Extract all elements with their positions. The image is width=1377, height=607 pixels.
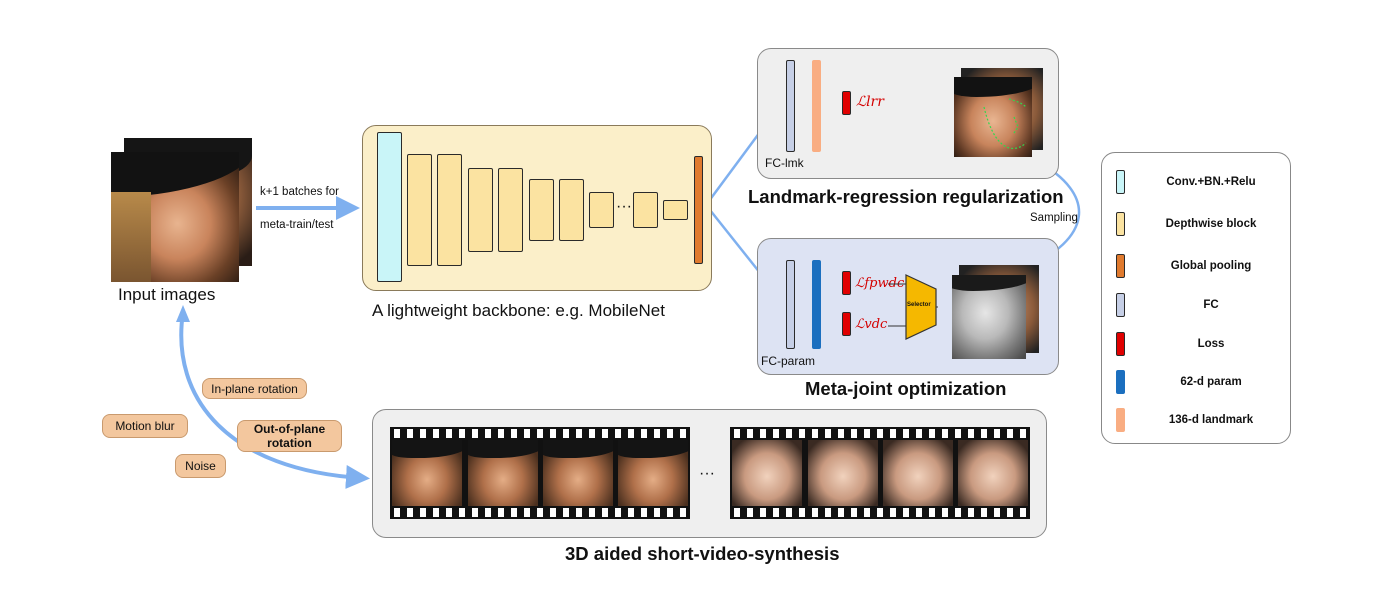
- legend-swatch-fc: [1116, 293, 1125, 317]
- landmark-panel-title: Landmark-regression regularization: [748, 186, 1064, 207]
- legend-box: Conv.+BN.+Relu Depthwise block Global po…: [1101, 152, 1291, 444]
- video-frame-6: [808, 440, 878, 506]
- depthwise-block-4: [498, 168, 523, 252]
- video-panel-title: 3D aided short-video-synthesis: [565, 543, 840, 564]
- legend-swatch-landmark: [1116, 408, 1125, 432]
- loss-fpwdc-block: [842, 271, 851, 295]
- video-frame-2: [468, 440, 538, 506]
- legend-label-landmark: 136-d landmark: [1168, 414, 1254, 426]
- legend-item-fc: FC: [1116, 292, 1219, 318]
- loss-fpwdc-label: ℒfpwdc: [855, 276, 905, 291]
- legend-label-conv: Conv.+BN.+Relu: [1166, 176, 1256, 188]
- param-62d-layer: [812, 260, 821, 349]
- legend-swatch-loss: [1116, 332, 1125, 356]
- out-of-plane-rotation-tag: Out-of-plane rotation: [237, 420, 342, 452]
- legend-item-param: 62-d param: [1116, 369, 1242, 395]
- film-strip-right: [730, 427, 1030, 519]
- depthwise-block-9: [663, 200, 688, 220]
- loss-vdc-block: [842, 312, 851, 336]
- backbone-panel: ···: [362, 125, 712, 291]
- motion-blur-tag: Motion blur: [102, 414, 188, 438]
- selector-label: Selector: [907, 302, 931, 308]
- meta-joint-panel: ℒfpwdc ℒvdc Selector FC-param: [757, 238, 1059, 375]
- backbone-ellipsis: ···: [616, 198, 632, 215]
- depthwise-block-8: [633, 192, 658, 228]
- legend-item-conv: Conv.+BN.+Relu: [1116, 169, 1256, 195]
- in-plane-rotation-tag: In-plane rotation: [202, 378, 307, 399]
- sampling-label: Sampling: [1030, 212, 1078, 224]
- input-images-caption: Input images: [118, 285, 216, 304]
- landmark-face-image: [954, 77, 1032, 157]
- fc-lmk-label: FC-lmk: [765, 156, 804, 170]
- global-pooling-layer: [694, 156, 703, 264]
- meta-panel-title: Meta-joint optimization: [805, 378, 1007, 399]
- legend-label-pooling: Global pooling: [1170, 260, 1252, 272]
- legend-label-depthwise: Depthwise block: [1165, 218, 1257, 230]
- legend-item-depthwise: Depthwise block: [1116, 211, 1256, 237]
- conv-layer: [377, 132, 402, 282]
- arrow-label-line1: k+1 batches for: [260, 186, 339, 198]
- depthwise-block-7: [589, 192, 614, 228]
- film-strip-left: [390, 427, 690, 519]
- depthwise-block-2: [437, 154, 462, 266]
- legend-swatch-pooling: [1116, 254, 1125, 278]
- fc-param-layer: [786, 260, 795, 349]
- depthwise-block-3: [468, 168, 493, 252]
- legend-label-loss: Loss: [1197, 338, 1225, 350]
- legend-item-pooling: Global pooling: [1116, 253, 1251, 279]
- input-image-front: [111, 152, 239, 282]
- legend-item-loss: Loss: [1116, 331, 1224, 357]
- selector-shape: [888, 274, 938, 340]
- input-arrowhead: [176, 305, 190, 322]
- fc-param-label: FC-param: [761, 354, 816, 368]
- landmark-regularization-panel: ℒlrr FC-lmk: [757, 48, 1059, 179]
- legend-label-param: 62-d param: [1180, 376, 1242, 388]
- depthwise-block-6: [559, 179, 584, 241]
- video-frame-8: [958, 440, 1028, 506]
- video-ellipsis: ···: [699, 465, 715, 482]
- legend-swatch-conv: [1116, 170, 1125, 194]
- backbone-caption: A lightweight backbone: e.g. MobileNet: [372, 301, 665, 320]
- video-to-input-arrow: [179, 311, 370, 490]
- video-frame-1: [392, 440, 462, 506]
- video-frame-3: [543, 440, 613, 506]
- video-frame-5: [732, 440, 802, 506]
- video-frame-7: [883, 440, 953, 506]
- landmark-136d-layer: [812, 60, 821, 152]
- loss-lrr-label: ℒlrr: [856, 94, 884, 110]
- arrow-label-line2: meta-train/test: [260, 219, 334, 231]
- legend-label-fc: FC: [1203, 299, 1219, 311]
- noise-tag: Noise: [175, 454, 226, 478]
- legend-item-landmark: 136-d landmark: [1116, 407, 1253, 433]
- meta-3d-face-render: [952, 275, 1026, 359]
- loss-vdc-label: ℒvdc: [855, 317, 888, 332]
- fc-lmk-layer: [786, 60, 795, 152]
- depthwise-block-1: [407, 154, 432, 266]
- video-synthesis-panel: ···: [372, 409, 1047, 538]
- loss-lrr-block: [842, 91, 851, 115]
- legend-swatch-depthwise: [1116, 212, 1125, 236]
- depthwise-block-5: [529, 179, 554, 241]
- legend-swatch-param: [1116, 370, 1125, 394]
- video-frame-4: [618, 440, 688, 506]
